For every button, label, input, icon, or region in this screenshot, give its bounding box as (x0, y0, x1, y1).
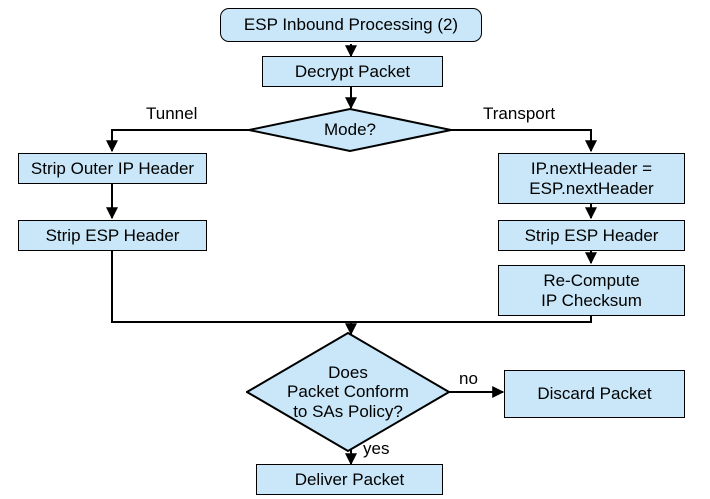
node-discard-packet[interactable]: Discard Packet (504, 370, 685, 418)
node-decrypt-packet[interactable]: Decrypt Packet (262, 56, 443, 87)
node-strip-esp-header-transport[interactable]: Strip ESP Header (498, 220, 685, 251)
node-conform-decision-shape[interactable] (246, 332, 450, 452)
edge-label-yes: yes (363, 439, 390, 458)
node-recompute-ip-checksum[interactable]: Re-Compute IP Checksum (498, 265, 685, 316)
edge-right-merge (351, 316, 592, 323)
node-mode-decision-shape[interactable] (248, 108, 452, 152)
node-mode-label: Mode? (324, 120, 376, 140)
node-ip-nextheader-assignment[interactable]: IP.nextHeader = ESP.nextHeader (498, 153, 685, 204)
node-conform-label: Does Packet Conform to SAs Policy? (287, 363, 409, 421)
node-strip-outer-ip-header[interactable]: Strip Outer IP Header (18, 153, 207, 184)
edge-label-tunnel: Tunnel (146, 104, 198, 123)
edge-label-no: no (459, 369, 478, 388)
node-esp-inbound-processing[interactable]: ESP Inbound Processing (2) (220, 8, 482, 42)
node-strip-esp-header-tunnel[interactable]: Strip ESP Header (18, 220, 207, 251)
edge-mode-tunnel (106, 129, 250, 153)
edge-left-merge (111, 251, 351, 323)
edge-label-transport: Transport (483, 104, 556, 123)
node-deliver-packet[interactable]: Deliver Packet (256, 464, 443, 495)
edge-mode-transport (450, 129, 597, 153)
